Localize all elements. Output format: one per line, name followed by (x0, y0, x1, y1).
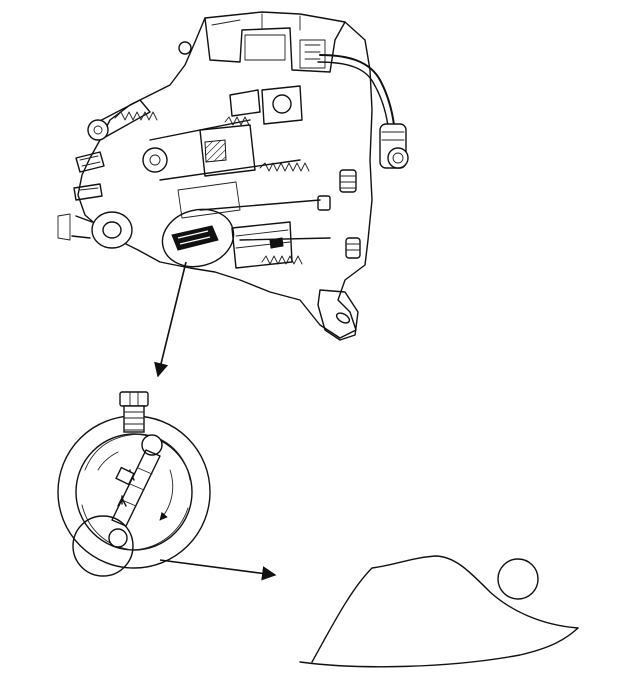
roller (108, 528, 128, 548)
cam-profile-detail (299, 555, 579, 668)
connector-plug (379, 123, 409, 169)
side-screws (317, 169, 361, 259)
roller-callout-circle (72, 515, 134, 577)
pump-housing (77, 11, 373, 339)
inner-ring (75, 433, 193, 551)
cam-lobe-profile (311, 555, 579, 663)
rotation-arrow (159, 469, 174, 521)
drive-shaft (57, 211, 133, 249)
injection-pump-cutaway (57, 11, 409, 341)
electrical-cable (319, 54, 395, 126)
detail-callout-circle (161, 208, 235, 268)
plunger-assembly (111, 434, 163, 527)
mounting-bracket (317, 289, 359, 341)
outer-ring (57, 415, 211, 569)
internal-springs (114, 111, 331, 265)
pump-ring-detail (57, 391, 211, 577)
highlighted-component (161, 208, 235, 268)
upper-block (204, 17, 346, 73)
control-lever (87, 99, 151, 141)
callout-arrow-ring-to-cam (159, 559, 277, 581)
cam-follower-roller (497, 558, 539, 600)
callout-arrow-pump-to-ring (154, 261, 187, 378)
cam-base-curve (299, 627, 579, 668)
adjusting-screw (119, 391, 149, 433)
central-mechanism (177, 85, 303, 269)
adjustment-screws (73, 41, 192, 201)
